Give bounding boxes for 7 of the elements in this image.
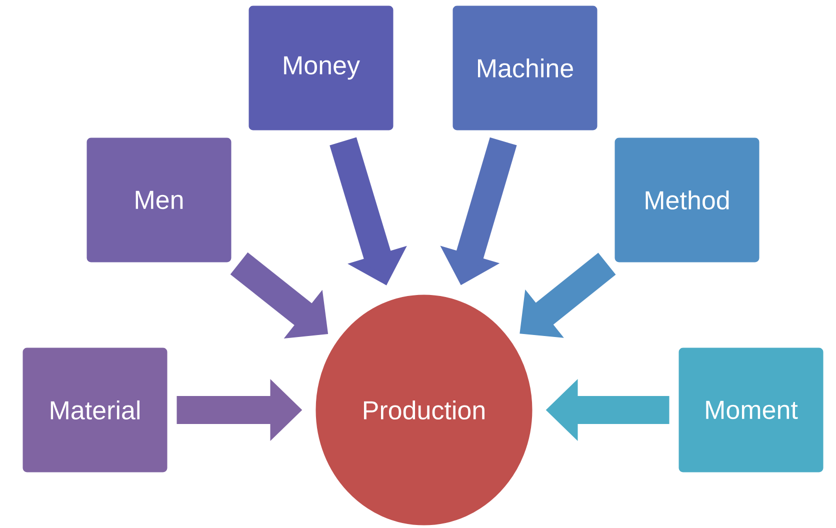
circle-node: Production [314, 293, 534, 527]
process-box: Moment [677, 346, 825, 474]
process-box: Material [21, 346, 169, 474]
process-box: Men [85, 136, 233, 264]
process-box: Machine [451, 4, 599, 132]
process-box: Method [613, 136, 761, 264]
process-box: Money [247, 4, 395, 132]
